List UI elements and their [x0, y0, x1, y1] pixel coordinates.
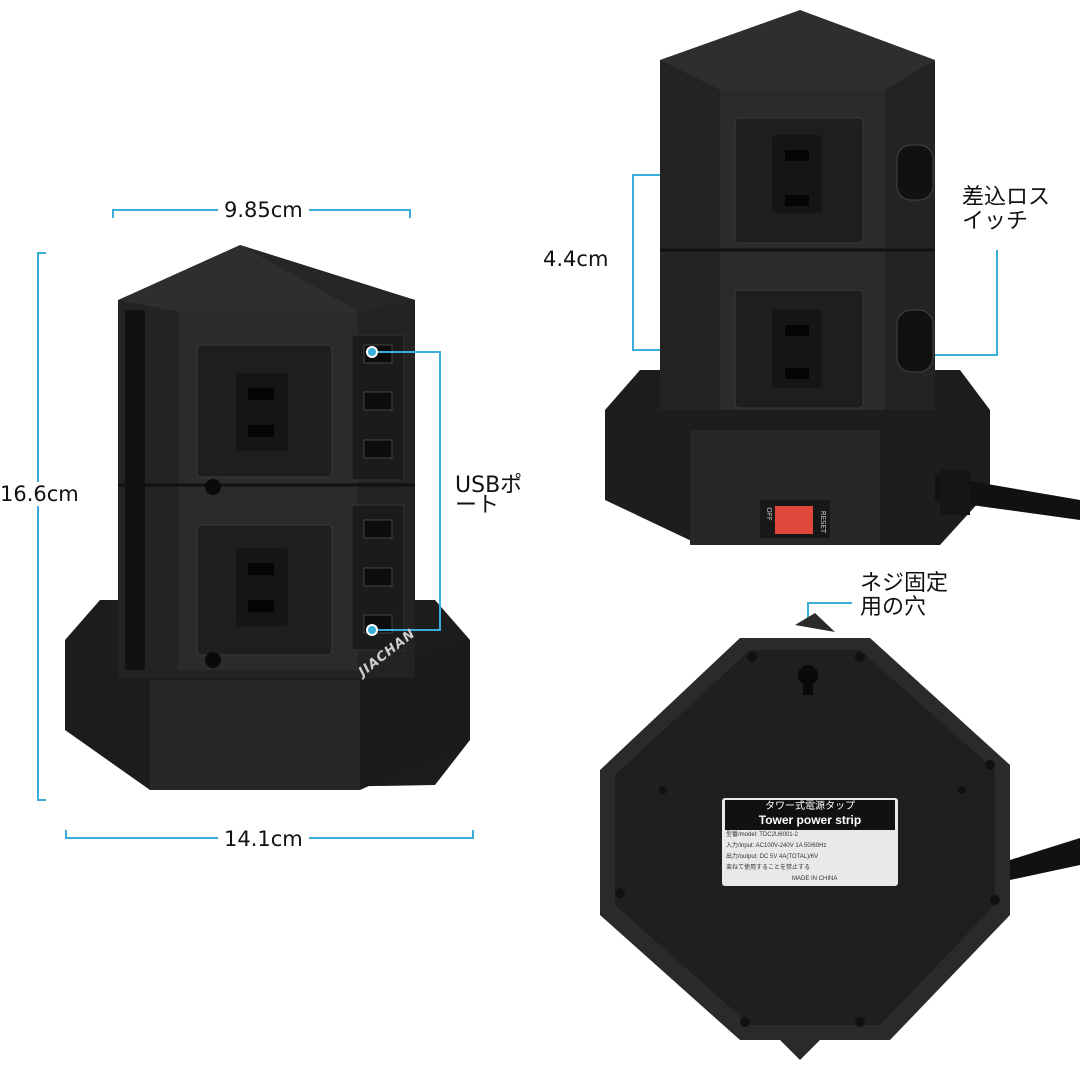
sticker-title-jp: タワー式電源タップ	[765, 801, 855, 812]
outlet-switch-lower	[896, 309, 934, 373]
sticker-made-in: MADE IN CHINA	[792, 876, 838, 882]
sticker-warning: 束ねて使用することを禁止する	[726, 865, 811, 871]
product-label-sticker: タワー式電源タップ Tower power strip 型番/model: TD…	[722, 798, 898, 886]
callout-mount-line1: ネジ固定	[860, 571, 949, 596]
callout-usb-ports: USBポ ート	[455, 473, 523, 518]
sticker-input: 入力/input: AC100V-240V 1A 50/60Hz	[726, 843, 827, 849]
callout-switch-line1: 差込ロス	[962, 185, 1051, 210]
callout-mount-hole: ネジ固定 用の穴	[860, 572, 948, 620]
outlet-switch-upper	[896, 144, 934, 201]
sticker-model: 型番/model: TDC2U6001-2	[726, 832, 798, 838]
sticker-output: 出力/output: DC 5V 4A(TOTAL)/6V	[726, 854, 819, 860]
dimension-top-width: 9.85cm	[218, 198, 309, 222]
dimension-outlet-spacing: 4.4cm	[543, 247, 609, 271]
callout-usb-line2: ート	[455, 493, 500, 518]
tower-side-view	[605, 10, 1080, 545]
callout-outlet-switch: 差込ロス イッチ	[962, 186, 1050, 234]
switch-reset-label: RESET	[819, 510, 828, 534]
reset-switch	[775, 506, 813, 534]
dimension-base-width: 14.1cm	[218, 827, 309, 851]
callout-mount-line2: 用の穴	[860, 595, 927, 620]
switch-off-label: OFF	[764, 507, 773, 521]
tower-front-view	[65, 245, 470, 790]
callout-usb-line1: USBポ	[455, 473, 523, 498]
sticker-title-en: Tower power strip	[758, 813, 862, 827]
dimension-height: 16.6cm	[0, 482, 79, 506]
usb-ports	[363, 344, 393, 634]
callout-switch-line2: イッチ	[962, 209, 1029, 234]
